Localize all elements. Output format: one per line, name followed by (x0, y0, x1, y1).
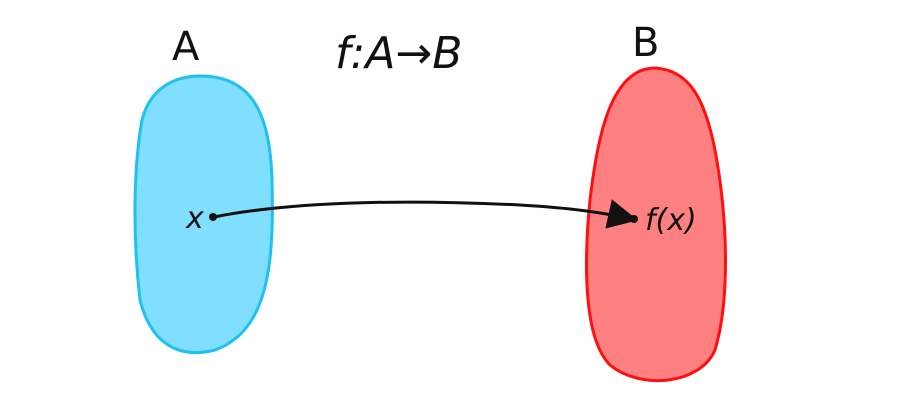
set-a-blob (133, 74, 274, 355)
element-fx-dot (630, 215, 638, 223)
element-x-label: x (185, 201, 204, 236)
set-b-blob (585, 66, 728, 383)
set-b-label: B (632, 20, 659, 66)
element-fx-label: f(x) (645, 203, 697, 238)
element-x-dot (209, 213, 217, 221)
set-a-label: A (172, 24, 200, 70)
function-title: f:A→B (335, 28, 462, 79)
mapping-arrow (213, 199, 638, 229)
